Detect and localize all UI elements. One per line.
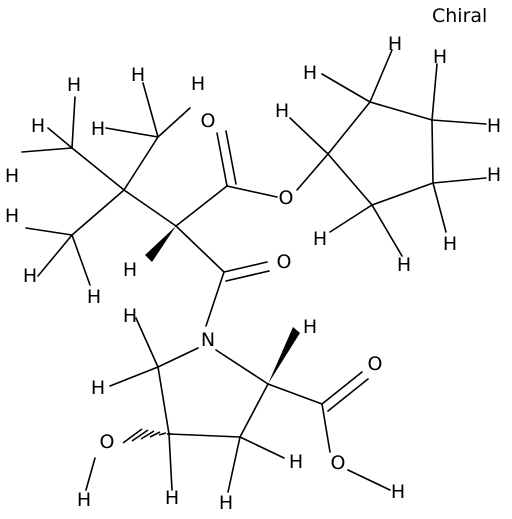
atom-hydrogen: H xyxy=(191,73,205,95)
atom-hydrogen: H xyxy=(397,254,411,276)
atom-hydrogen: H xyxy=(123,305,137,327)
atom-hydrogen: H xyxy=(165,487,179,509)
bond xyxy=(71,189,125,236)
atom-hydrogen: H xyxy=(219,492,233,514)
bond xyxy=(327,101,371,155)
bond xyxy=(216,132,228,187)
bond xyxy=(321,73,371,103)
bond xyxy=(327,153,373,206)
bond xyxy=(123,136,159,191)
atom-hydrogen: H xyxy=(77,489,91,511)
bond xyxy=(225,270,270,282)
bond xyxy=(21,147,73,153)
bond xyxy=(296,153,329,191)
atom-hydrogen: H xyxy=(5,165,19,187)
atom-hydrogen: H xyxy=(5,205,19,227)
bond xyxy=(371,182,434,206)
atom-oxygen: O xyxy=(201,110,216,132)
bond xyxy=(327,378,369,412)
atom-nitrogen: N xyxy=(201,329,215,351)
bond xyxy=(289,117,329,155)
bond xyxy=(329,204,373,233)
atom-hydrogen: H xyxy=(31,115,45,137)
bond xyxy=(71,96,76,149)
bond xyxy=(168,433,241,438)
atom-hydrogen: H xyxy=(91,118,105,140)
bond xyxy=(321,371,363,405)
bond xyxy=(105,127,159,138)
bond xyxy=(239,436,285,459)
bond xyxy=(157,366,170,435)
atom-hydrogen: H xyxy=(303,316,317,338)
bond xyxy=(157,347,199,368)
bond xyxy=(223,261,268,273)
atom-hydrogen: H xyxy=(87,286,101,308)
bond xyxy=(37,234,73,277)
atom-hydrogen: H xyxy=(433,46,447,68)
bond xyxy=(347,469,391,491)
bond xyxy=(227,436,241,493)
bond xyxy=(369,49,393,103)
atom-hydrogen: H xyxy=(388,33,402,55)
bond xyxy=(109,366,159,387)
atom-hydrogen: H xyxy=(443,233,457,255)
atom-oxygen: O xyxy=(368,353,383,375)
bond xyxy=(225,130,237,185)
bond xyxy=(205,271,225,327)
bond xyxy=(168,433,173,491)
bond xyxy=(157,107,191,138)
bond xyxy=(215,349,269,385)
atom-oxygen: O xyxy=(331,452,346,474)
atom-hydrogen: H xyxy=(123,259,137,281)
bond xyxy=(432,182,447,233)
hashed-bond xyxy=(122,428,171,444)
atom-hydrogen: H xyxy=(487,115,501,137)
bond xyxy=(321,403,331,453)
atom-hydrogen: H xyxy=(391,481,405,503)
wedge-bond xyxy=(145,226,176,262)
wedge-bond xyxy=(268,327,300,384)
atom-hydrogen: H xyxy=(303,62,317,84)
bond xyxy=(371,204,403,257)
bond xyxy=(431,119,487,125)
bond xyxy=(47,127,73,149)
bonds xyxy=(21,49,487,493)
atom-oxygen: O xyxy=(277,251,292,273)
atom-labels: O O O N O O O H H H H H H H H H H H H H … xyxy=(5,33,501,514)
bond xyxy=(71,147,125,191)
bond xyxy=(432,177,487,184)
atom-hydrogen: H xyxy=(131,64,145,86)
bond xyxy=(71,234,91,286)
atom-hydrogen: H xyxy=(487,164,501,186)
bond xyxy=(431,63,438,121)
bond xyxy=(226,185,278,198)
bond xyxy=(369,101,433,121)
bond xyxy=(25,227,73,236)
bond xyxy=(85,457,96,491)
atom-hydrogen: H xyxy=(313,228,327,250)
atom-oxygen: O xyxy=(279,187,294,209)
atom-hydrogen: H xyxy=(91,377,105,399)
bond xyxy=(175,225,225,273)
bond xyxy=(267,383,323,405)
chiral-label: Chiral xyxy=(432,5,487,27)
atom-hydrogen: H xyxy=(275,100,289,122)
atom-hydrogen: H xyxy=(67,74,81,96)
bond xyxy=(431,119,434,184)
bond xyxy=(239,383,269,438)
atom-oxygen: O xyxy=(100,431,115,453)
bond xyxy=(175,185,228,227)
bond xyxy=(135,317,159,368)
bond xyxy=(123,189,177,227)
bond xyxy=(142,82,159,138)
atom-hydrogen: H xyxy=(23,265,37,287)
atom-hydrogen: H xyxy=(289,451,303,473)
